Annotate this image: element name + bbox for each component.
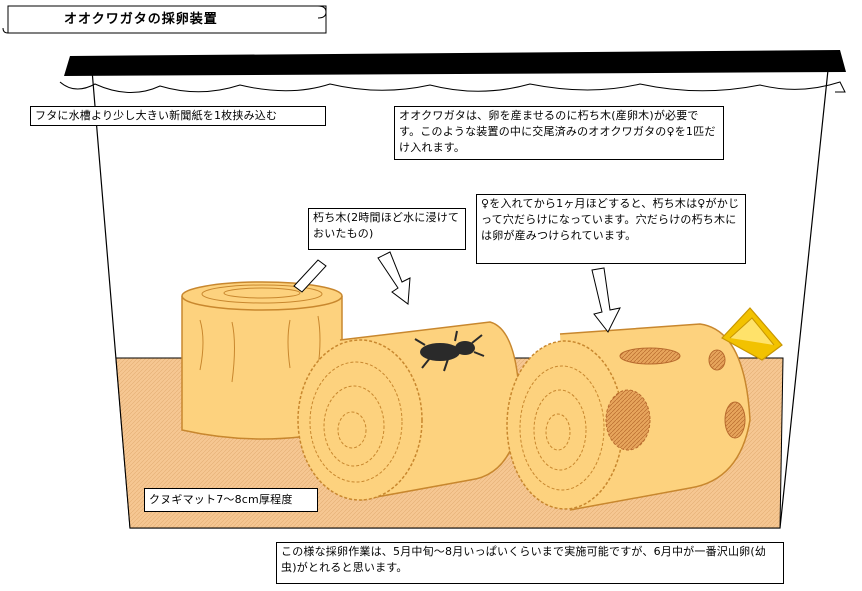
female-result-note: ♀を入れてから1ヶ月ほどすると、朽ち木は♀がかじって穴だらけになっています。穴だ… [476, 194, 746, 264]
substrate-note: クヌギマット7〜8cm厚程度 [144, 488, 318, 512]
page-title: オオクワガタの採卵装置 [64, 12, 218, 27]
lying-log-right [506, 323, 751, 511]
arrow-holes [591, 267, 621, 333]
lemon-wedge [721, 307, 783, 361]
log-soak-note: 朽ち木(2時間ほど水に浸けておいたもの) [308, 208, 466, 250]
season-note: この様な採卵作業は、5月中旬〜8月いっぱいくらいまで実施可能ですが、6月中が一番… [276, 542, 784, 584]
title-banner [2, 5, 327, 34]
tank-lid [64, 50, 846, 76]
beetle [414, 330, 485, 372]
arrow-log-soak [293, 259, 327, 293]
arrow-beetle [377, 251, 411, 305]
lid-note: フタに水槽より少し大きい新聞紙を1枚挟み込む [30, 106, 326, 126]
intro-note: オオクワガタは、卵を産ませるのに朽ち木(産卵木)が必要です。このような装置の中に… [394, 106, 724, 160]
